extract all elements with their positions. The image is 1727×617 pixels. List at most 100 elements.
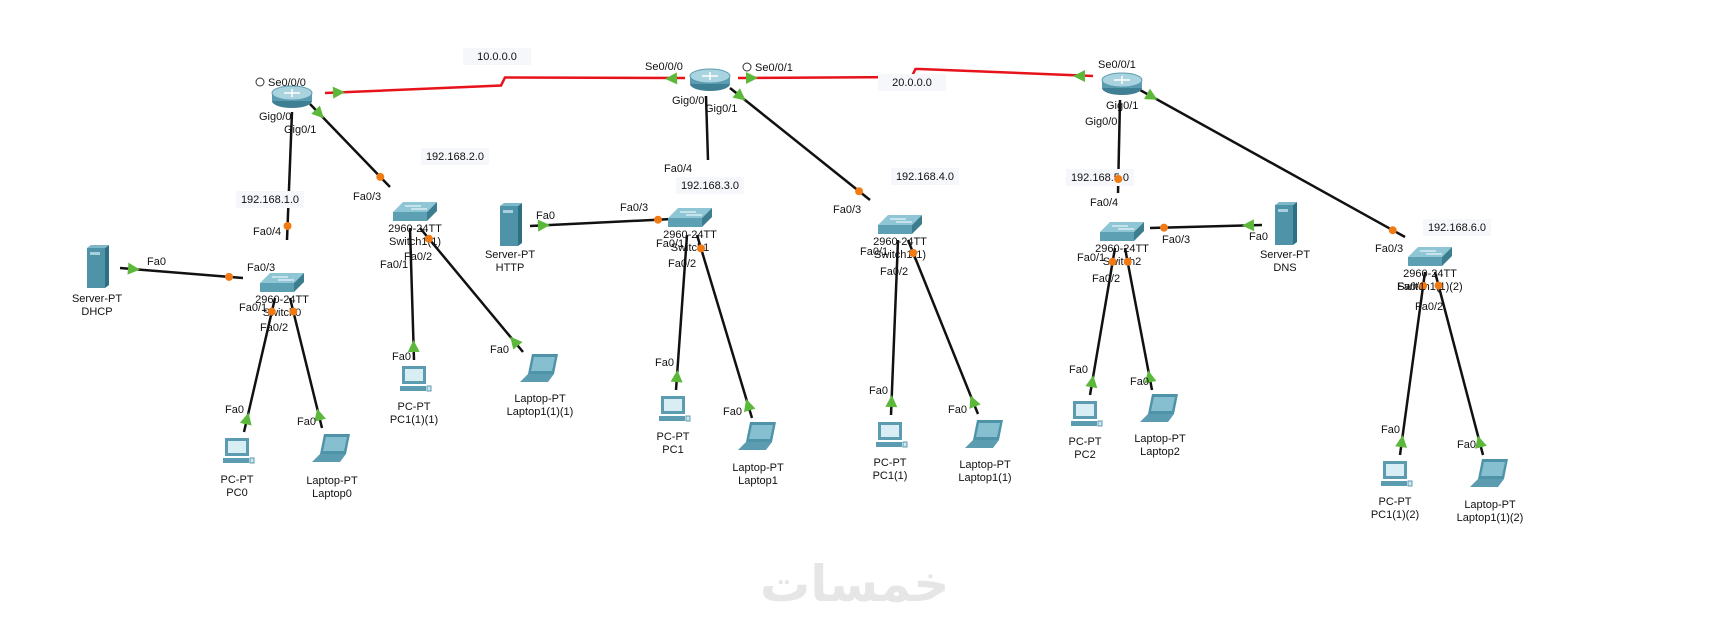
serial-cable[interactable] bbox=[737, 67, 1094, 80]
port-label: Fa0/1 bbox=[239, 302, 267, 314]
device-model-label: Laptop-PT bbox=[306, 475, 358, 487]
ethernet-cable[interactable] bbox=[1088, 247, 1117, 396]
link-R2-SW12[interactable] bbox=[1139, 88, 1406, 239]
device-name-label: PC2 bbox=[1074, 449, 1095, 461]
link-2-b-status-pending-icon bbox=[283, 222, 292, 231]
link-R1-SW1[interactable] bbox=[704, 95, 710, 161]
port-label: Fa0/2 bbox=[668, 258, 696, 270]
ethernet-cable[interactable] bbox=[119, 266, 244, 280]
link-R0-SW0[interactable] bbox=[285, 111, 294, 241]
pc-mouse bbox=[902, 441, 908, 448]
link-R1-SW1b[interactable] bbox=[729, 87, 871, 201]
device-name-label: Laptop1 bbox=[738, 475, 778, 487]
link-SW1-PC1[interactable] bbox=[674, 234, 689, 391]
port-label: Fa0 bbox=[297, 416, 316, 428]
port-label: Fa0/3 bbox=[1162, 234, 1190, 246]
ethernet-cable[interactable] bbox=[674, 234, 689, 391]
link-SW0-PC0[interactable] bbox=[242, 297, 277, 433]
link-SW12-PC12[interactable] bbox=[1398, 271, 1427, 456]
link-SW2-Laptop2[interactable] bbox=[1123, 247, 1154, 391]
port-label: Gig0/1 bbox=[284, 124, 316, 136]
ethernet-cable[interactable] bbox=[529, 217, 673, 228]
device-name-label: PC0 bbox=[226, 487, 247, 499]
server-top bbox=[1275, 202, 1297, 205]
link-SW1b-PC1b[interactable] bbox=[889, 239, 900, 416]
devices-layer: 2960-24TTSwitch02960-24TTSwitch1(1)2960-… bbox=[72, 68, 1524, 524]
network-label-bg bbox=[1423, 219, 1491, 236]
ethernet-cable[interactable] bbox=[285, 111, 294, 241]
ethernet-cable[interactable] bbox=[1123, 247, 1154, 391]
network-label-bg bbox=[878, 74, 946, 91]
device-router-R2[interactable] bbox=[1101, 72, 1143, 95]
link-SW0-Laptop0[interactable] bbox=[288, 297, 324, 429]
link-14-b-status-up-icon bbox=[885, 395, 898, 408]
device-model-label: PC-PT bbox=[1379, 496, 1412, 508]
server-drive bbox=[1278, 209, 1288, 212]
switch-front bbox=[1408, 257, 1442, 266]
port-label: Fa0/3 bbox=[833, 204, 861, 216]
link-R0-R1[interactable] bbox=[324, 76, 686, 95]
ethernet-cable[interactable] bbox=[889, 239, 900, 416]
device-name-label: PC1 bbox=[662, 444, 683, 456]
device-router-R0[interactable] bbox=[271, 85, 313, 108]
link-SW11-PC11[interactable] bbox=[408, 227, 416, 361]
link-SW2-PC2[interactable] bbox=[1088, 247, 1117, 396]
link-0-a-status-up-icon bbox=[332, 86, 345, 99]
serial-cable[interactable] bbox=[324, 76, 686, 95]
link-SW11-Laptop11[interactable] bbox=[419, 227, 524, 353]
device-model-label: 2960-24TT bbox=[1095, 243, 1149, 255]
ethernet-cable[interactable] bbox=[1433, 271, 1485, 456]
link-DHCP-SW0[interactable] bbox=[119, 266, 244, 280]
network-label-lan4: 192.168.4.0 bbox=[891, 168, 959, 185]
port-label: Se0/0/0 bbox=[268, 77, 306, 89]
link-12-b-status-up-icon bbox=[670, 370, 683, 383]
switch-arrows bbox=[1420, 250, 1442, 255]
port-label: Fa0 bbox=[1457, 439, 1476, 451]
ethernet-cable[interactable] bbox=[242, 297, 277, 433]
server-drive bbox=[90, 252, 100, 255]
device-model-label: 2960-24TT bbox=[388, 223, 442, 235]
port-label: Fa0/2 bbox=[880, 266, 908, 278]
ethernet-cable[interactable] bbox=[1139, 88, 1406, 239]
watermark-logo: خمسات bbox=[760, 555, 950, 613]
link-R1-R2[interactable] bbox=[737, 67, 1094, 80]
port-label: Fa0/1 bbox=[1397, 281, 1425, 293]
ethernet-cable[interactable] bbox=[906, 239, 980, 415]
ethernet-cable[interactable] bbox=[419, 227, 524, 353]
link-SW1b-Laptop1b[interactable] bbox=[906, 239, 980, 415]
link-HTTP-SW1[interactable] bbox=[529, 217, 673, 228]
ethernet-cable[interactable] bbox=[704, 95, 710, 161]
network-label-lan2: 192.168.2.0 bbox=[421, 148, 489, 165]
device-model-label: PC-PT bbox=[398, 401, 431, 413]
link-20-b-status-up-icon bbox=[1144, 370, 1157, 384]
ethernet-cable[interactable] bbox=[288, 297, 324, 429]
ethernet-cable[interactable] bbox=[695, 234, 754, 419]
ethernet-cable[interactable] bbox=[729, 87, 871, 201]
ethernet-cable[interactable] bbox=[408, 227, 416, 361]
port-label: Fa0/3 bbox=[353, 191, 381, 203]
laptop-screen bbox=[749, 425, 773, 439]
link-SW12-Laptop12[interactable] bbox=[1433, 271, 1485, 456]
link-SW1-Laptop1[interactable] bbox=[695, 234, 754, 419]
device-router-R1[interactable] bbox=[689, 68, 731, 91]
ethernet-cable[interactable] bbox=[1398, 271, 1427, 456]
